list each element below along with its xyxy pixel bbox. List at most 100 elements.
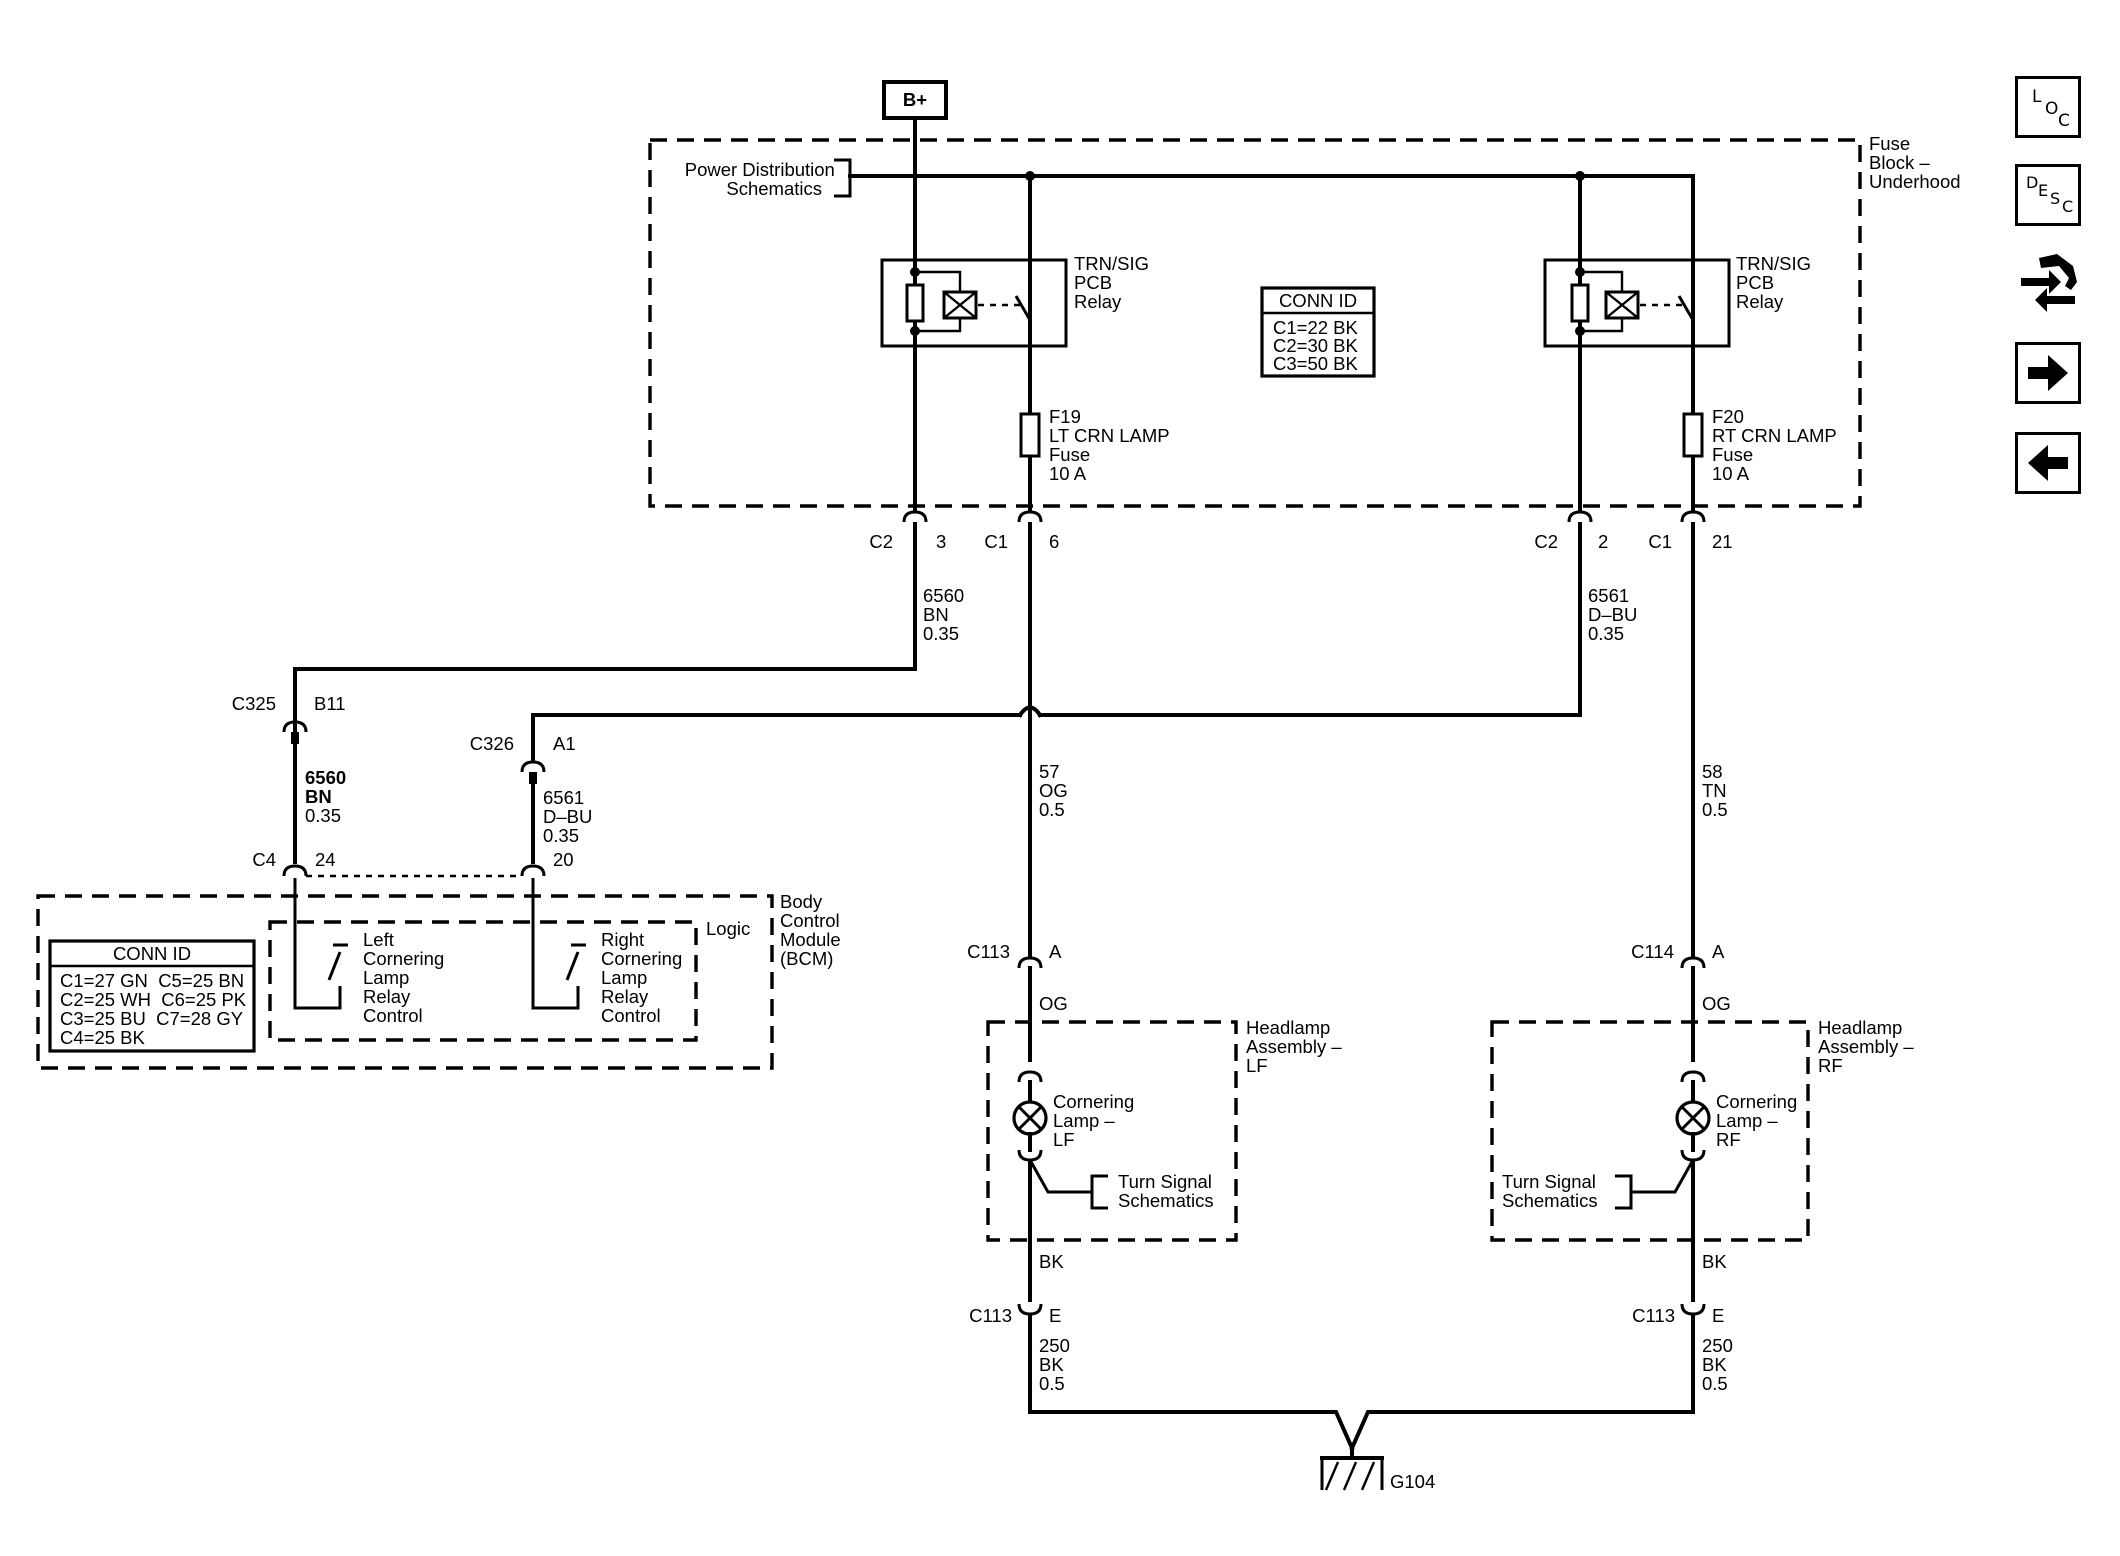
headlamp-rf-title: Headlamp Assembly – RF: [1818, 1017, 1919, 1076]
bcm-logic-label: Logic: [706, 918, 750, 939]
rf-og-label: OG: [1702, 993, 1731, 1014]
svg-text:C2: C2: [1534, 531, 1558, 552]
bcm-logic-boundary: [268, 920, 698, 1042]
wire-6560-upper-label: 6560 BN 0.35: [923, 585, 969, 644]
svg-text:3: 3: [936, 531, 946, 552]
fuse-block-conn-id-table: [1260, 286, 1376, 378]
rf-bk-label: BK: [1702, 1251, 1727, 1272]
svg-text:C326: C326: [470, 733, 514, 754]
connector-c1-6: C1 6: [984, 510, 1059, 552]
cornering-lamp-lf-label: Cornering Lamp – LF: [1053, 1091, 1139, 1150]
ground-wire-left-label: 250 BK 0.5: [1039, 1335, 1075, 1394]
fuse-f20-label: F20 RT CRN LAMP Fuse 10 A: [1712, 406, 1842, 484]
connector-c114-a: C114 A: [1631, 941, 1725, 969]
lf-turn-signal-bracket: [1090, 1174, 1108, 1210]
svg-text:E: E: [1049, 1305, 1061, 1326]
loc-letter-o: O: [2045, 99, 2059, 119]
relay-right-diode-link: [1580, 270, 1624, 333]
svg-text:A1: A1: [553, 733, 576, 754]
battery-positive-label: B+: [903, 89, 927, 110]
svg-text:C1: C1: [1648, 531, 1672, 552]
location-icon: L O C: [2018, 79, 2078, 135]
svg-text:A: A: [1049, 941, 1062, 962]
desc-letter-d: D: [2026, 173, 2039, 192]
fuse-f20: [1682, 412, 1704, 458]
desc-letter-c: C: [2062, 197, 2074, 216]
lf-bk-label: BK: [1039, 1251, 1064, 1272]
bcm-conn-id-table: [48, 939, 256, 1053]
lamp-rf-top-terminal: [1680, 1070, 1706, 1083]
location-button[interactable]: L O C: [2015, 76, 2081, 138]
bcm-title: Body Control Module (BCM): [780, 891, 846, 969]
relay-left-diode-x: [943, 291, 977, 319]
lf-turn-signal-branch: [1028, 1159, 1092, 1194]
previous-page-icon: [2028, 445, 2068, 481]
svg-text:C1: C1: [984, 531, 1008, 552]
fuse-f19: [1019, 412, 1041, 458]
svg-text:2: 2: [1598, 531, 1608, 552]
lamp-lf-top-terminal: [1017, 1070, 1043, 1083]
headlamp-lf-boundary: [986, 1020, 1238, 1242]
connector-c113-e-left: C113 E: [969, 1303, 1061, 1326]
relay-right-box: [1543, 258, 1731, 348]
fuse-block-title: Fuse Block – Underhood: [1869, 133, 1961, 192]
description-button[interactable]: D E S C: [2015, 164, 2081, 226]
loc-letter-l: L: [2032, 87, 2042, 107]
connector-c4-24: C4 24: [252, 849, 336, 877]
right-relay-switch-label: Right Cornering Lamp Relay Control: [601, 929, 687, 1026]
left-relay-switch-label: Left Cornering Lamp Relay Control: [363, 929, 449, 1026]
svg-text:C4: C4: [252, 849, 276, 870]
connector-c113-a: C113 A: [967, 941, 1062, 969]
wire-58-label: 58 TN 0.5: [1702, 761, 1732, 820]
relay-left-diode-link: [915, 270, 962, 333]
svg-text:C114: C114: [1631, 941, 1674, 962]
relay-left-coil: [905, 283, 925, 323]
previous-page-button[interactable]: [2015, 432, 2081, 494]
relay-right-diode-x: [1605, 291, 1639, 319]
connector-view-button[interactable]: [2015, 252, 2081, 314]
description-icon: D E S C: [2018, 167, 2078, 223]
desc-letter-e: E: [2038, 181, 2049, 200]
ground-g104-symbol: [1320, 1446, 1384, 1491]
rf-turn-signal-bracket: [1615, 1174, 1633, 1210]
right-relay-switch-wire: [531, 878, 580, 1010]
connector-c2-2: C2 2: [1534, 510, 1608, 552]
next-page-button[interactable]: [2015, 342, 2081, 404]
svg-text:21: 21: [1712, 531, 1733, 552]
ground-wire-right: [1349, 1314, 1695, 1451]
relay-left-box: [880, 258, 1068, 348]
left-relay-switch-contact: [327, 951, 342, 981]
svg-text:E: E: [1712, 1305, 1724, 1326]
connector-c4-20: 20: [520, 849, 574, 877]
svg-text:24: 24: [315, 849, 336, 870]
cornering-lamp-rf-label: Cornering Lamp – RF: [1716, 1091, 1802, 1150]
rf-turn-signal-ref: Turn Signal Schematics: [1502, 1171, 1601, 1211]
relay-right-label: TRN/SIG PCB Relay: [1736, 253, 1816, 312]
rf-turn-signal-branch: [1631, 1159, 1695, 1194]
left-relay-switch-wire: [293, 878, 342, 1010]
svg-text:C113: C113: [967, 941, 1010, 962]
wire-6561-upper-label: 6561 D–BU 0.35: [1588, 585, 1643, 644]
wire-6561-lower-label: 6561 D–BU 0.35: [543, 787, 598, 846]
lf-og-label: OG: [1039, 993, 1068, 1014]
wire-57-label: 57 OG 0.5: [1039, 761, 1073, 820]
fuse-block-conn-id-title: CONN ID: [1279, 290, 1357, 311]
wire-6560-upper: [293, 522, 917, 740]
headlamp-lf-title: Headlamp Assembly – LF: [1246, 1017, 1347, 1076]
svg-text:C113: C113: [969, 1305, 1012, 1326]
fuse-f19-label: F19 LT CRN LAMP Fuse 10 A: [1049, 406, 1174, 484]
next-page-icon: [2028, 355, 2068, 391]
svg-text:B11: B11: [314, 693, 346, 714]
ground-wire-left: [1028, 1314, 1355, 1451]
relay-right-contact: [1677, 295, 1695, 321]
ground-g104-label: G104: [1390, 1471, 1435, 1492]
svg-text:A: A: [1712, 941, 1725, 962]
bcm-boundary: [36, 894, 774, 1070]
ground-wire-right-label: 250 BK 0.5: [1702, 1335, 1738, 1394]
desc-letter-s: S: [2050, 189, 2061, 208]
bcm-conn-id-title: CONN ID: [113, 943, 191, 964]
connector-c326-a1: C326 A1: [470, 733, 576, 784]
relay-right-coil: [1570, 283, 1590, 323]
loc-letter-c: C: [2058, 111, 2070, 131]
